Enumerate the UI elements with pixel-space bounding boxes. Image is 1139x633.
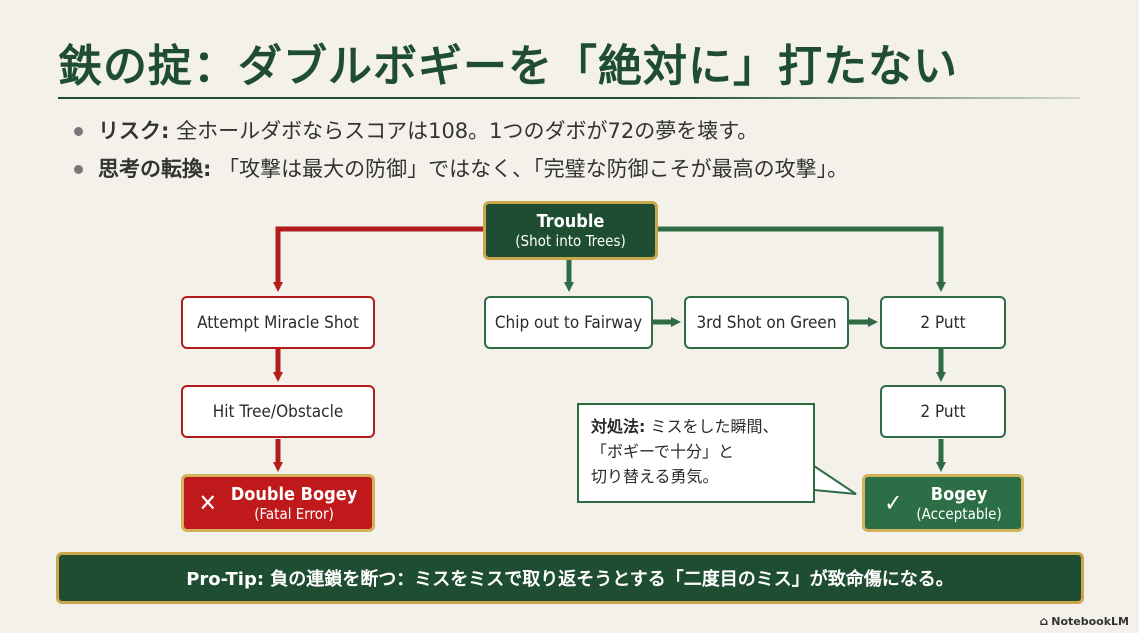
node-putt-first: 2 Putt [880,296,1006,349]
brand-logo: ⌂ NotebookLM [1040,614,1129,628]
callout-label: 対処法: [591,417,646,436]
node-bogey: ✓ Bogey (Acceptable) [862,474,1024,532]
callout-text: ミスをした瞬間、 [645,417,779,436]
node-double-bogey-sub: (Fatal Error) [254,504,334,523]
node-third-shot-label: 3rd Shot on Green [696,312,837,333]
node-trouble: Trouble (Shot into Trees) [483,201,658,260]
node-double-bogey-label: Double Bogey [230,483,358,505]
cross-icon: ✕ [198,489,217,517]
protip-banner: Pro-Tip: 負の連鎖を断つ：ミスをミスで取り返そうとする「二度目のミス」が… [56,552,1084,604]
bullet-dot-icon [74,127,83,136]
callout-pointer [813,465,857,495]
brand-name: NotebookLM [1051,614,1129,628]
node-chip-out-label: Chip out to Fairway [494,312,643,333]
connector-trouble-to-miracle [273,226,483,292]
node-putt-second-label: 2 Putt [920,401,966,422]
bullet-label: 思考の転換: [98,157,212,181]
node-attempt-miracle: Attempt Miracle Shot [181,296,375,349]
node-chip-out: Chip out to Fairway [484,296,653,349]
checkmark-icon: ✓ [884,489,903,517]
page-title: 鉄の掟：ダブルボギーを「絶対に」打たない [58,41,958,92]
bullet-label: リスク: [98,119,170,143]
node-bogey-label: Bogey [930,483,988,505]
node-hit-tree-label: Hit Tree/Obstacle [212,401,344,422]
title-divider [58,97,1080,99]
node-hit-tree: Hit Tree/Obstacle [181,385,375,438]
bullet-risk: リスク: 全ホールダボならスコアは108。1つのダボが72の夢を壊す。 [74,112,848,150]
node-trouble-label: Trouble [536,211,605,232]
notebooklm-icon: ⌂ [1039,614,1049,628]
node-double-bogey: ✕ Double Bogey (Fatal Error) [181,474,375,532]
connector-trouble-to-putt [656,226,946,292]
callout-line: 対処法: ミスをした瞬間、 [591,414,801,439]
node-third-shot: 3rd Shot on Green [684,296,849,349]
bullet-mindset: 思考の転換: 「攻撃は最大の防御」ではなく、「完璧な防御こそが最高の攻撃」。 [74,150,848,188]
node-attempt-miracle-label: Attempt Miracle Shot [197,312,359,333]
callout-line: 切り替える勇気。 [591,467,719,486]
node-putt-second: 2 Putt [880,385,1006,438]
callout-box: 対処法: ミスをした瞬間、 「ボギーで十分」と 切り替える勇気。 [577,403,815,503]
bullet-list: リスク: 全ホールダボならスコアは108。1つのダボが72の夢を壊す。 思考の転… [74,112,848,188]
bullet-text: 「攻撃は最大の防御」ではなく、「完璧な防御こそが最高の攻撃」。 [211,157,849,181]
callout-line: 「ボギーで十分」と [591,442,735,461]
node-putt-first-label: 2 Putt [920,312,966,333]
bullet-text: 全ホールダボならスコアは108。1つのダボが72の夢を壊す。 [169,119,759,143]
node-bogey-sub: (Acceptable) [916,504,1002,523]
bullet-dot-icon [74,165,83,174]
node-trouble-sub: (Shot into Trees) [515,232,626,250]
